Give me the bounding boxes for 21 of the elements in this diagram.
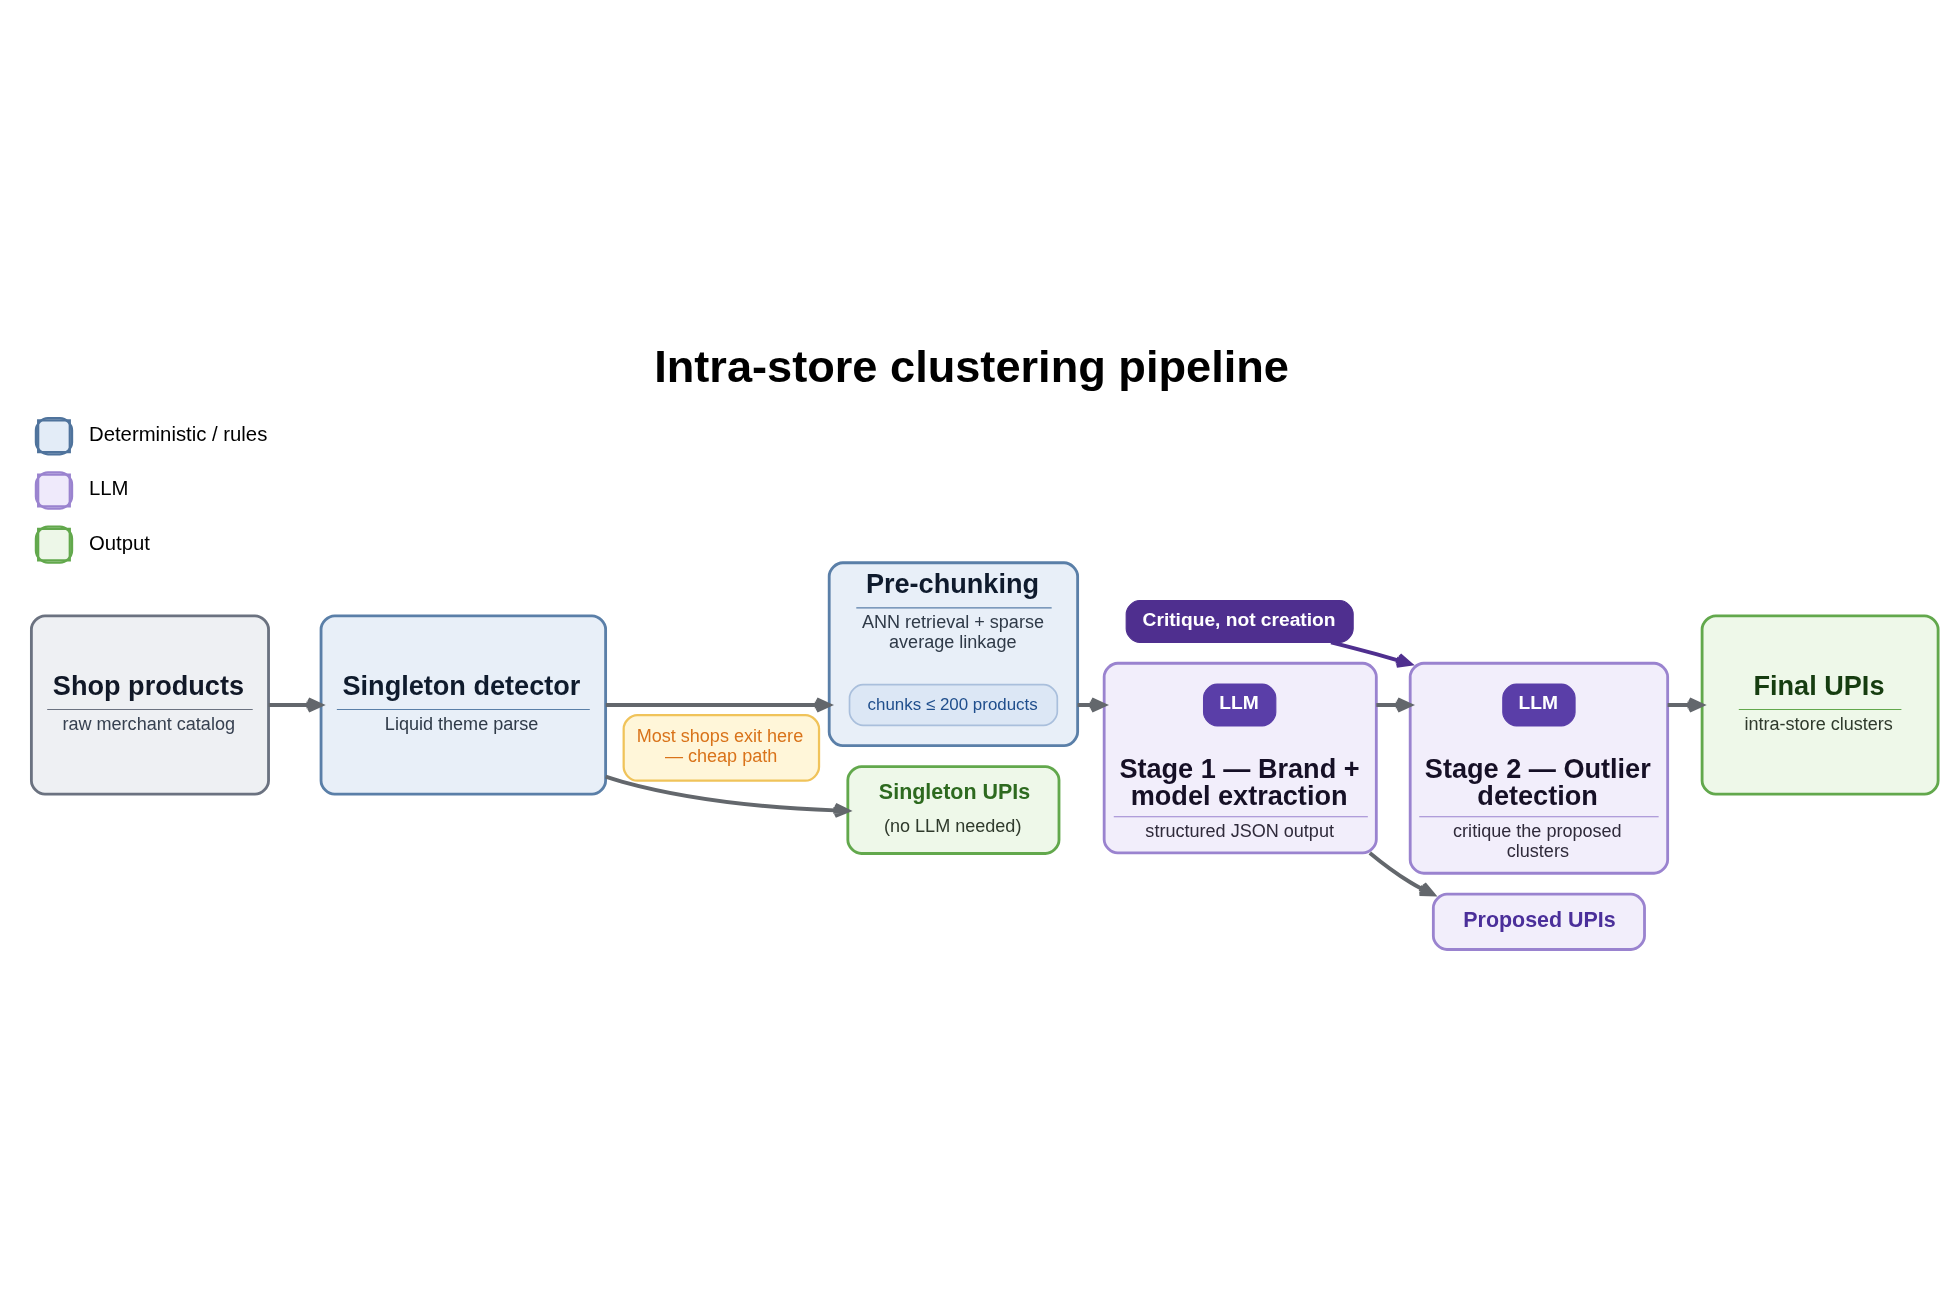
arrow xyxy=(1368,851,1436,897)
arrow xyxy=(605,697,832,713)
arrow xyxy=(1376,697,1413,713)
arrow xyxy=(268,697,323,713)
arrow xyxy=(1667,697,1704,713)
legend-label: Output xyxy=(88,531,150,554)
node-box: Critique, not creation xyxy=(1125,600,1354,643)
node-box: Singleton UPIs (no LLM needed) xyxy=(846,765,1061,855)
node-box: Singleton detector Liquid theme parse xyxy=(319,614,607,796)
legend-label: LLM xyxy=(88,477,129,500)
edge-label: Most shops exit here — cheap path xyxy=(636,726,804,767)
node-box: LLM xyxy=(1202,683,1277,727)
node-box: Proposed UPIs xyxy=(1431,892,1646,951)
arrow xyxy=(605,774,850,818)
node-box: Final UPIs intra-store clusters xyxy=(1700,614,1940,796)
node-box: Shop products raw merchant catalog xyxy=(30,614,270,796)
legend-label: Deterministic / rules xyxy=(88,423,268,446)
diagram-title: Intra-store clustering pipeline xyxy=(654,341,1289,393)
arrow xyxy=(1330,640,1413,668)
node-box: chunks ≤ 200 products xyxy=(848,683,1059,727)
node-box: LLM xyxy=(1502,683,1576,727)
